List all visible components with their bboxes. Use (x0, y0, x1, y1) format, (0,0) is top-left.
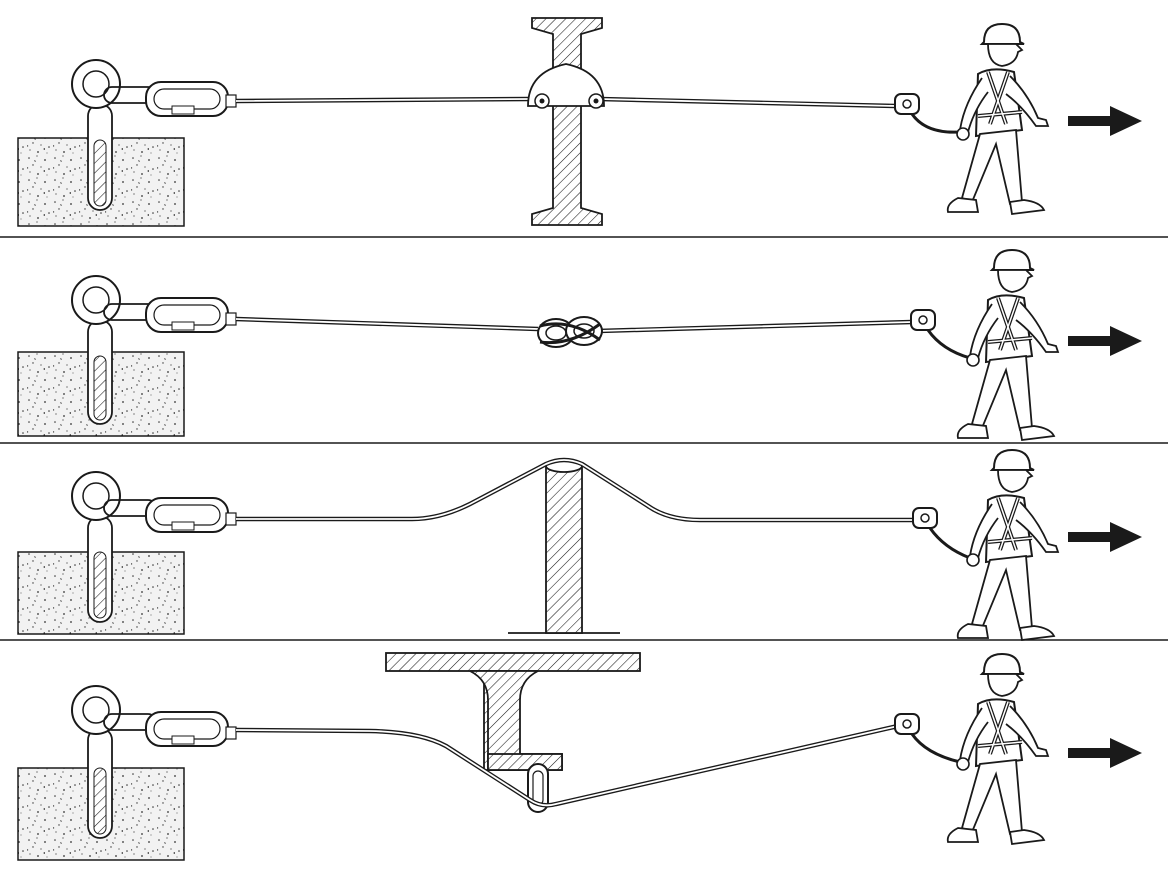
i-beam (527, 17, 605, 226)
worker-icon (946, 652, 1050, 846)
worker-group (894, 22, 1142, 216)
lanyard (926, 329, 971, 360)
arrow-right-icon (1068, 738, 1142, 768)
worker-group (894, 652, 1142, 846)
lanyard (910, 733, 961, 764)
worker-group (910, 248, 1142, 442)
arrow-right-icon (1068, 522, 1142, 552)
panel-1 (17, 17, 897, 227)
worker-icon (956, 248, 1060, 442)
vertical-post (508, 459, 620, 634)
worker-icon (956, 448, 1060, 642)
worker-group (912, 448, 1142, 642)
rope-grab-icon (912, 507, 938, 529)
workers-layer (894, 22, 1142, 846)
overhead-t-beam (385, 652, 641, 813)
rope-grab-icon (894, 713, 920, 735)
worker-icon (946, 22, 1050, 216)
rope-grab-icon (910, 309, 936, 331)
panel-4 (17, 652, 899, 861)
panel-3 (17, 457, 912, 635)
lifeline-rope (235, 723, 899, 808)
lanyard (928, 527, 971, 560)
arrow-right-icon (1068, 106, 1142, 136)
lanyard (910, 113, 961, 134)
figure-eight-knot (537, 316, 603, 348)
rope-grab-icon (894, 93, 920, 115)
arrow-right-icon (1068, 326, 1142, 356)
panel-2 (17, 275, 913, 437)
